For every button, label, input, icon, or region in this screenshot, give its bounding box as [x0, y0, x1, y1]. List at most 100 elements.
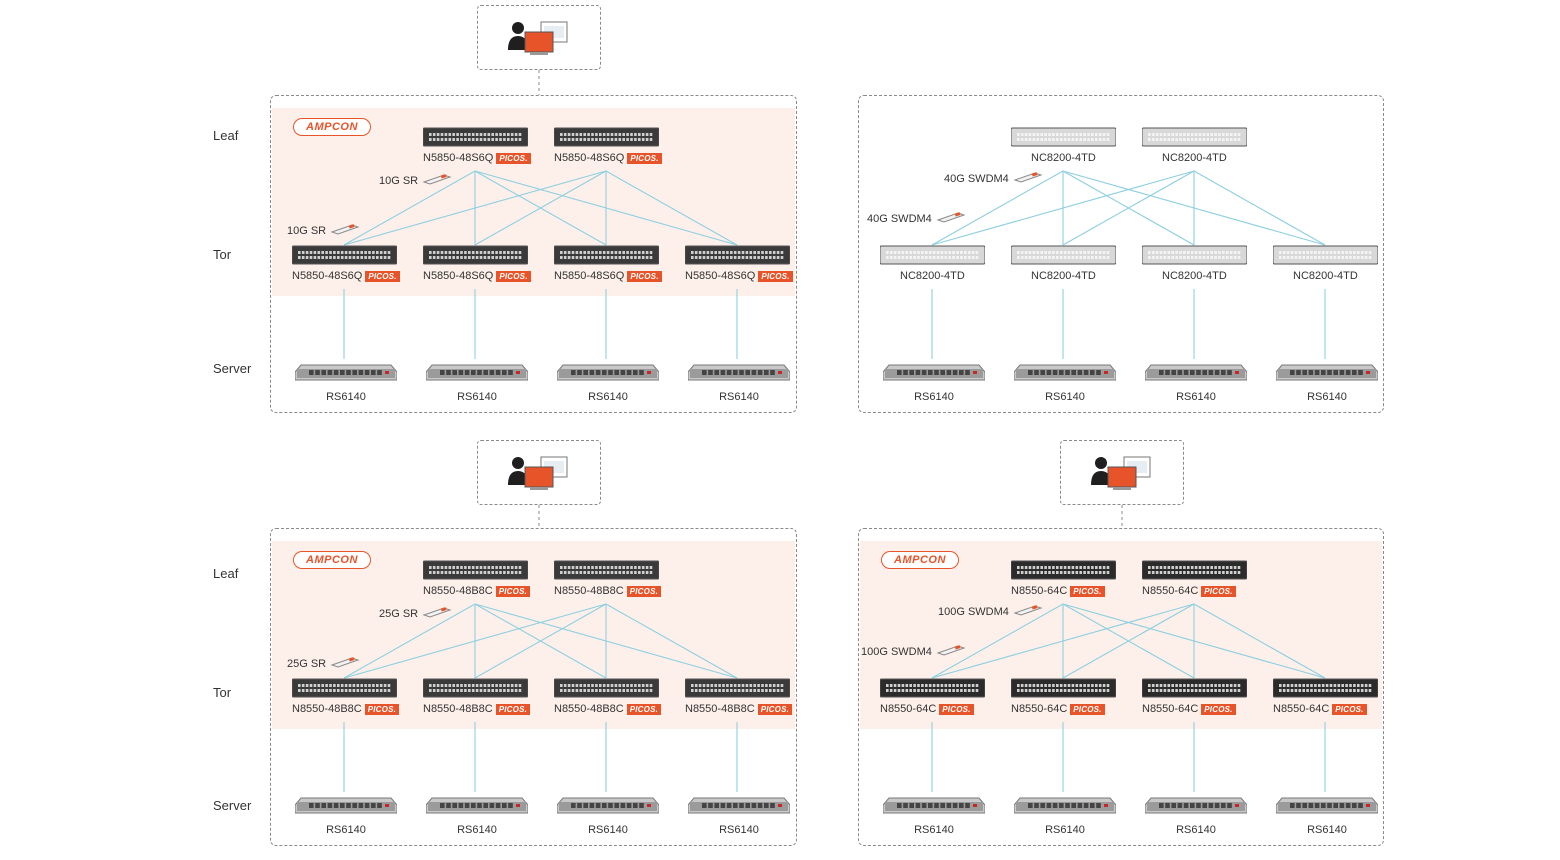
uplink-line — [474, 603, 607, 679]
rack-server-icon — [1276, 795, 1378, 815]
network-switch-icon — [1011, 126, 1121, 148]
device-label: NC8200-4TD — [1162, 270, 1227, 282]
picos-badge: PICOS. — [1070, 703, 1105, 715]
server-model-name: RS6140 — [1307, 391, 1347, 403]
ampcon-managed-zone — [860, 541, 1382, 729]
management-station — [477, 5, 601, 70]
transceiver-icon — [1013, 603, 1043, 620]
topology-panel — [858, 528, 1384, 846]
network-switch-icon — [554, 677, 664, 699]
device-model-name: N5850-48S6Q — [554, 270, 625, 282]
uplink-line — [931, 170, 1064, 246]
server-model-name: RS6140 — [1176, 824, 1216, 836]
optic-module: 100G SWDM4 — [938, 603, 1043, 620]
tier-label-leaf: Leaf — [213, 566, 239, 581]
network-switch-icon — [554, 126, 664, 148]
optic-label: 100G SWDM4 — [861, 645, 932, 658]
transceiver-icon — [936, 210, 966, 227]
uplink-line — [931, 603, 1195, 679]
uplink-line — [1193, 170, 1326, 246]
picos-badge: PICOS. — [1201, 585, 1236, 597]
picos-badge: PICOS. — [495, 703, 531, 715]
ampcon-logo: AMPCON — [293, 118, 371, 136]
network-switch-icon — [685, 244, 795, 266]
management-station — [477, 440, 601, 505]
server-model-name: RS6140 — [326, 391, 366, 403]
network-switch-icon — [292, 677, 402, 699]
uplink-line — [1062, 170, 1195, 246]
rack-server-icon — [426, 362, 528, 382]
tier-label-tor: Tor — [213, 685, 232, 700]
device-model-name: NC8200-4TD — [1162, 270, 1227, 282]
management-station — [1060, 440, 1184, 505]
network-switch-icon — [423, 559, 533, 581]
tier-label-tor: Tor — [213, 247, 232, 262]
optic-module: 10G SR — [379, 172, 452, 189]
rack-server-icon — [1014, 362, 1116, 382]
server-model-name: RS6140 — [588, 824, 628, 836]
device-model-name: N5850-48S6Q — [423, 270, 494, 282]
rack-server-icon — [557, 795, 659, 815]
device-label: NC8200-4TD — [1293, 270, 1358, 282]
server: RS6140 — [426, 795, 528, 836]
uplink-line — [474, 170, 607, 246]
server: RS6140 — [883, 795, 985, 836]
device-model-name: N8550-64C — [1011, 585, 1068, 597]
transceiver-icon — [330, 222, 360, 239]
topology-panel — [858, 95, 1384, 413]
server-model-name: RS6140 — [457, 824, 497, 836]
tier-label-server: Server — [213, 361, 252, 376]
uplink-line — [343, 170, 476, 246]
server-model-name: RS6140 — [1045, 824, 1085, 836]
rack-server-icon — [883, 795, 985, 815]
network-switch-icon — [554, 559, 664, 581]
server-model-name: RS6140 — [326, 824, 366, 836]
server: RS6140 — [1014, 795, 1116, 836]
device-model-name: N8550-48B8C — [292, 703, 362, 715]
server: RS6140 — [557, 362, 659, 403]
rack-server-icon — [426, 795, 528, 815]
device-model-name: N5850-48S6Q — [292, 270, 363, 282]
admin-console-icon — [508, 21, 568, 55]
optic-module: 100G SWDM4 — [861, 643, 966, 660]
network-switch-icon — [1273, 244, 1383, 266]
device-label: NC8200-4TD — [1031, 270, 1096, 282]
device-model-name: NC8200-4TD — [1162, 152, 1227, 164]
device-model-name: N8550-64C — [880, 703, 937, 715]
server: RS6140 — [1276, 795, 1378, 836]
server: RS6140 — [295, 795, 397, 836]
network-switch-icon — [880, 677, 990, 699]
tor-switch: NC8200-4TD — [1273, 244, 1383, 288]
network-switch-icon — [1142, 244, 1252, 266]
optic-label: 40G SWDM4 — [867, 212, 932, 225]
optic-module: 25G SR — [287, 655, 360, 672]
server: RS6140 — [426, 362, 528, 403]
server: RS6140 — [295, 362, 397, 403]
rack-server-icon — [883, 362, 985, 382]
optic-label: 10G SR — [379, 174, 419, 187]
server: RS6140 — [1014, 362, 1116, 403]
rack-server-icon — [688, 795, 790, 815]
tor-switch: NC8200-4TD — [1011, 244, 1121, 288]
network-switch-icon — [1142, 677, 1252, 699]
server-model-name: RS6140 — [1176, 391, 1216, 403]
device-model-name: NC8200-4TD — [1031, 152, 1096, 164]
picos-badge: PICOS. — [626, 703, 662, 715]
uplink-line — [343, 603, 607, 679]
rack-server-icon — [557, 362, 659, 382]
picos-badge: PICOS. — [757, 703, 793, 715]
device-model-name: N5850-48S6Q — [423, 152, 494, 164]
